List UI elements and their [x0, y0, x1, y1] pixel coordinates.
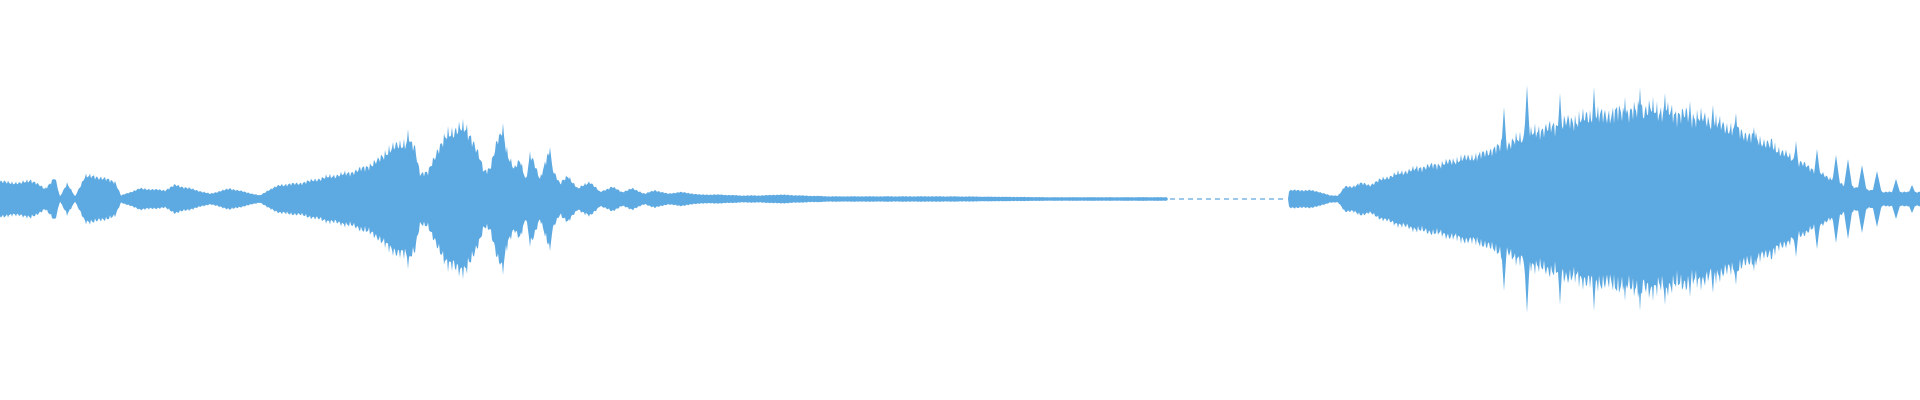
waveform-envelope	[0, 85, 1920, 313]
